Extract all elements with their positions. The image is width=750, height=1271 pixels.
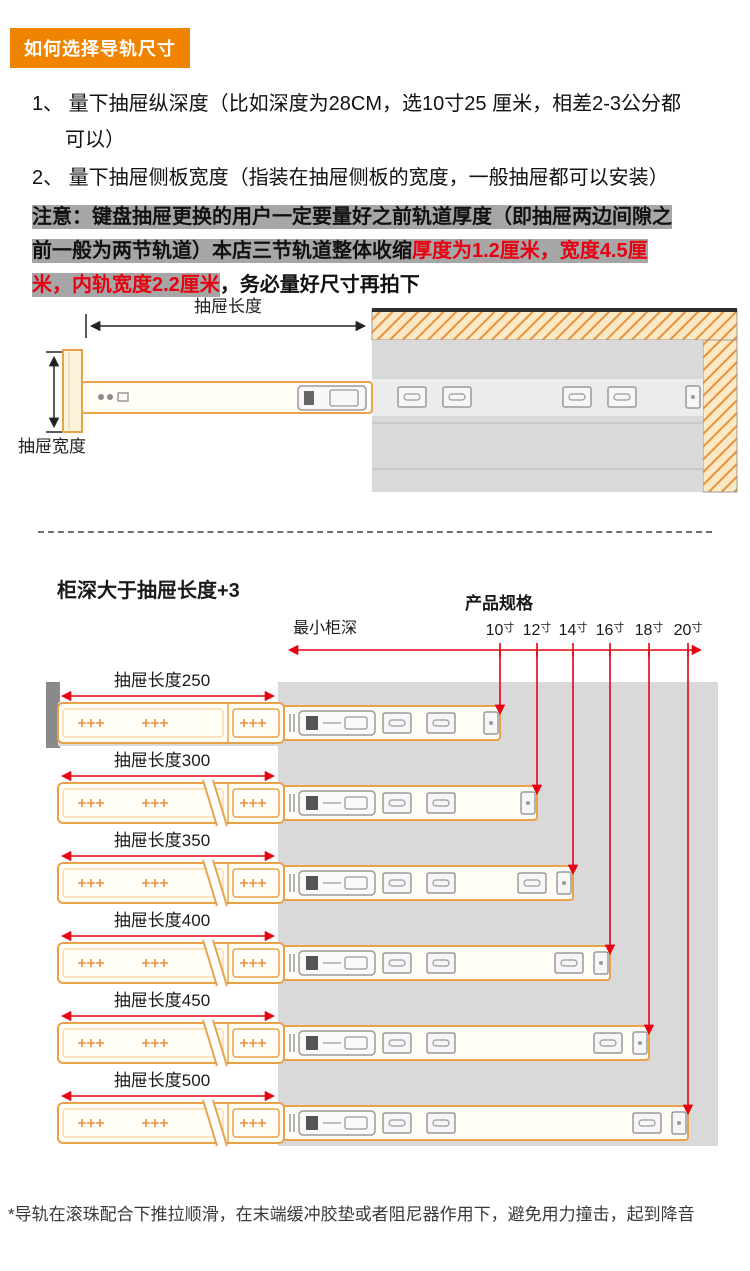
- spec-heading: 产品规格: [465, 594, 533, 613]
- size-label-18: 18寸: [634, 622, 664, 639]
- note-tail-text: ，务必量好尺寸再拍下: [219, 274, 420, 296]
- drawer-row-250: [58, 690, 501, 743]
- drawer-row-300: [58, 770, 538, 826]
- instruction-step-2: 2、 量下抽屉侧板宽度（指装在抽屉侧板的宽度，一般抽屉都可以安装）: [32, 167, 669, 189]
- size-label-14: 14寸: [558, 622, 588, 639]
- instruction-step-1: 1、 量下抽屉纵深度（比如深度为28CM，选10寸25 厘米，相差2-3公分都可…: [32, 93, 681, 151]
- drawer-front-bracket: [62, 349, 83, 433]
- cabinet-top-board: [371, 308, 738, 341]
- row-label-250: 抽屉长度250: [113, 671, 211, 690]
- drawer-length-label: 抽屉长度: [194, 297, 262, 316]
- row-label-500: 抽屉长度500: [113, 1071, 211, 1090]
- slide-rail-side-view: [81, 381, 373, 414]
- min-depth-scale: [287, 643, 703, 657]
- size-label-12: 12寸: [522, 622, 552, 639]
- size-label-16: 16寸: [595, 622, 625, 639]
- cabinet-interior-panel: [372, 340, 703, 492]
- footnote-text: *导轨在滚珠配合下推拉顺滑，在末端缓冲胶垫或者阻尼器作用下，避免用力撞击，起到降…: [8, 1205, 695, 1224]
- drawer-row-350: [58, 850, 574, 906]
- drawer-row-400: [58, 930, 611, 986]
- drawer-width-label: 抽屉宽度: [18, 437, 86, 456]
- instructions-block: 1、 量下抽屉纵深度（比如深度为28CM，选10寸25 厘米，相差2-3公分都可…: [32, 86, 684, 302]
- cabinet-wall-block: [46, 682, 60, 748]
- min-cabinet-depth-label: 最小柜深: [293, 620, 358, 637]
- size-chart-title: 柜深大于抽屉长度+3: [57, 580, 240, 602]
- size-label-20: 20寸: [673, 622, 703, 639]
- important-note: 注意：键盘抽屉更换的用户一定要量好之前轨道厚度（即抽屉两边间隙之前一般为两节轨道…: [32, 200, 684, 302]
- drawer-row-450: [58, 1010, 650, 1066]
- drawer-length-arrow: [85, 314, 367, 338]
- dashed-divider: [38, 531, 712, 533]
- drawer-width-arrow: [46, 351, 62, 433]
- row-label-400: 抽屉长度400: [113, 911, 211, 930]
- size-label-10: 10寸: [485, 622, 515, 639]
- section-title-badge: 如何选择导轨尺寸: [10, 28, 190, 68]
- row-label-350: 抽屉长度350: [113, 831, 211, 850]
- cabinet-depth-panel: [278, 682, 718, 1146]
- size-chart-graphic: [46, 643, 718, 1165]
- row-label-450: 抽屉长度450: [113, 991, 211, 1010]
- drawer-row-500: [58, 1090, 689, 1146]
- row-label-300: 抽屉长度300: [113, 751, 211, 770]
- measure-diagram-graphic: [46, 308, 738, 493]
- size-pointer-arrows: [494, 650, 694, 1116]
- cabinet-side-board: [702, 339, 738, 493]
